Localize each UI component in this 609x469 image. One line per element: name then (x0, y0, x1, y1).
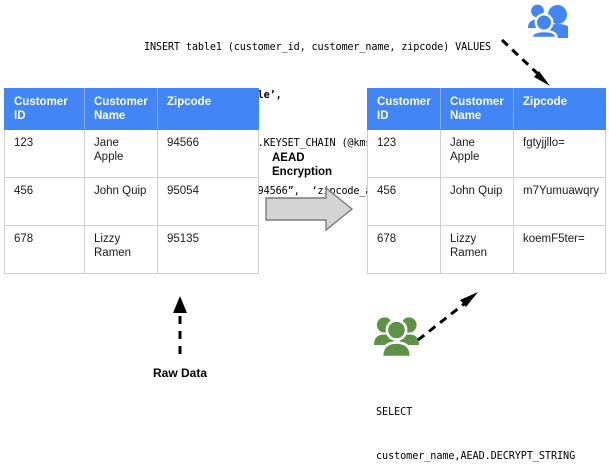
encrypted-data-table: Customer ID Customer Name Zipcode 123 Ja… (367, 88, 606, 274)
cell-customer-id: 123 (367, 129, 441, 178)
select-sql-line-2: customer_name,AEAD.DECRYPT_STRING (376, 450, 576, 462)
users-icon (374, 317, 419, 357)
column-header-customer-id: Customer ID (4, 88, 85, 130)
raw-data-label: Raw Data (152, 366, 208, 380)
table-row: 456 John Quip m7Yumuawqry (367, 177, 606, 226)
column-header-zipcode: Zipcode (157, 88, 259, 130)
table-row: 456 John Quip 95054 (4, 177, 259, 226)
cell-zipcode: koemF5ter= (513, 225, 606, 274)
cell-customer-name: Jane Apple (84, 129, 158, 178)
cell-customer-name: Lizzy Ramen (440, 225, 514, 274)
insert-flow-arrow-icon (500, 38, 550, 86)
aead-encryption-label: AEAD Encryption (272, 152, 333, 178)
insert-sql-line-1: INSERT table1 (customer_id, customer_nam… (144, 42, 492, 53)
select-sql-statement: SELECT customer_name,AEAD.DECRYPT_STRING… (376, 377, 575, 469)
cell-customer-id: 456 (4, 177, 85, 226)
cell-customer-name: John Quip (440, 177, 514, 226)
raw-data-arrow-icon (173, 296, 187, 354)
table-row: 678 Lizzy Ramen koemF5ter= (367, 225, 606, 274)
select-sql-line-1: SELECT (376, 407, 413, 418)
cell-customer-id: 123 (4, 129, 85, 178)
raw-data-table: Customer ID Customer Name Zipcode 123 Ja… (4, 88, 259, 274)
cell-customer-id: 678 (4, 225, 85, 274)
cell-zipcode: m7Yumuawqry (513, 177, 606, 226)
encryption-arrow-icon (265, 186, 354, 232)
table-row: 678 Lizzy Ramen 95135 (4, 225, 259, 274)
select-flow-arrow-icon (417, 292, 478, 342)
column-header-customer-name: Customer Name (440, 88, 514, 130)
table-header-row: Customer ID Customer Name Zipcode (367, 88, 606, 130)
cell-customer-id: 456 (367, 177, 441, 226)
cell-zipcode: 94566 (157, 129, 259, 178)
cell-zipcode: 95135 (157, 225, 259, 274)
column-header-customer-name: Customer Name (84, 88, 158, 130)
cell-customer-name: John Quip (84, 177, 158, 226)
cell-customer-name: Jane Apple (440, 129, 514, 178)
table-row: 123 Jane Apple 94566 (4, 129, 259, 178)
cell-zipcode: 95054 (157, 177, 259, 226)
cell-zipcode: fgtyjjllo= (513, 129, 606, 178)
table-row: 123 Jane Apple fgtyjjllo= (367, 129, 606, 178)
users-icon (528, 4, 568, 38)
column-header-customer-id: Customer ID (367, 88, 441, 130)
table-header-row: Customer ID Customer Name Zipcode (4, 88, 259, 130)
cell-customer-id: 678 (367, 225, 441, 274)
column-header-zipcode: Zipcode (513, 88, 606, 130)
cell-customer-name: Lizzy Ramen (84, 225, 158, 274)
